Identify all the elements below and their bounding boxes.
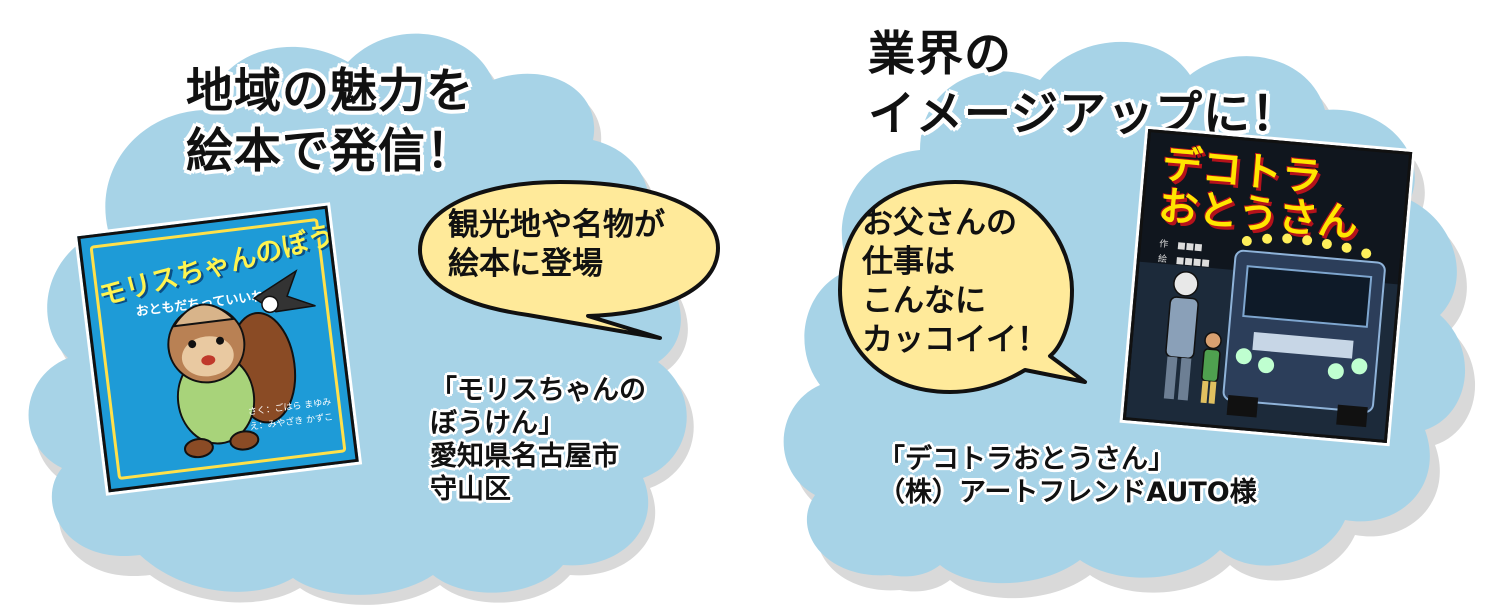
left-heading: 地域の魅力を 絵本で発信！ [186, 64, 474, 179]
squirrel-illustration [167, 269, 316, 459]
left-speech-text: 観光地や名物が 絵本に登場 [448, 207, 665, 282]
right-speech-text: お父さんの 仕事は こんなに カッコイイ！ [862, 205, 1048, 358]
book-cover-moris: モリスちゃんのぼうけん おともだちっていいね さく：ごはら まゆみ え：みやざき… [77, 205, 359, 493]
right-speech-bubble [838, 180, 1087, 394]
truck-illustration [1125, 233, 1404, 443]
left-speech-bubble [418, 180, 720, 340]
right-heading: 業界の イメージアップに！ [868, 27, 1300, 142]
right-caption: 「デコトラおとうさん」 （株）アートフレンドAUTO様 [878, 444, 1257, 508]
left-caption: 「モリスちゃんの ぼうけん」 愛知県名古屋市 守山区 [430, 375, 646, 505]
book-cover-decotora: デコトラ おとうさん 作 ■■■ 絵 ■■■■ [1122, 129, 1413, 443]
